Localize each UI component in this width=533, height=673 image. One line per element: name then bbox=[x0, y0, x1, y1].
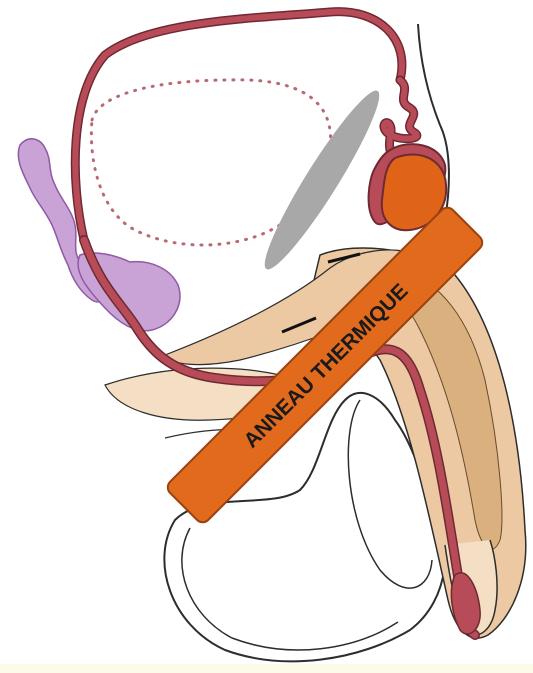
footer-strip bbox=[0, 664, 533, 673]
scrotum-sac bbox=[164, 393, 445, 661]
